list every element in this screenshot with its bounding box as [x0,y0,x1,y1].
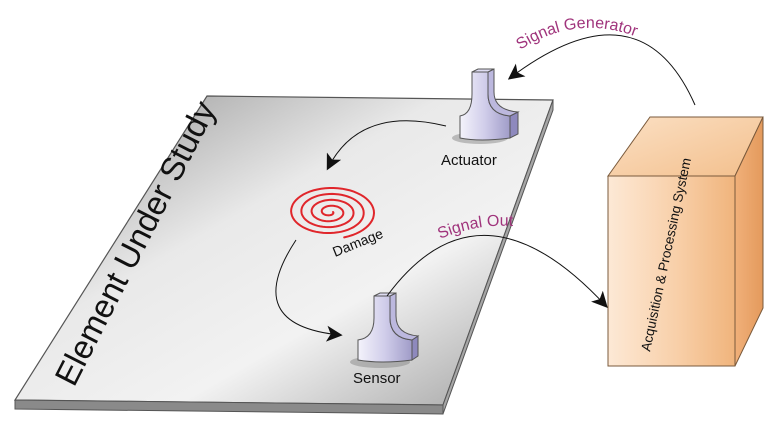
signal-generator-text: Signal Generator [513,15,640,53]
damage-spiral [290,187,376,239]
actuator-to-damage-arrow [326,120,447,171]
sensor-label: Sensor [353,370,401,387]
sensor-transducer [350,292,420,368]
actuator-label: Actuator [441,152,497,169]
acquisition-system-box [607,116,764,367]
actuator-transducer [452,68,520,144]
signal-generator-label: Signal Generator [513,15,640,53]
element-plate [13,95,554,415]
damage-to-sensor-arrow [275,239,343,342]
signal-out-arrow [386,235,608,308]
signal-generator-arrow [507,34,696,106]
